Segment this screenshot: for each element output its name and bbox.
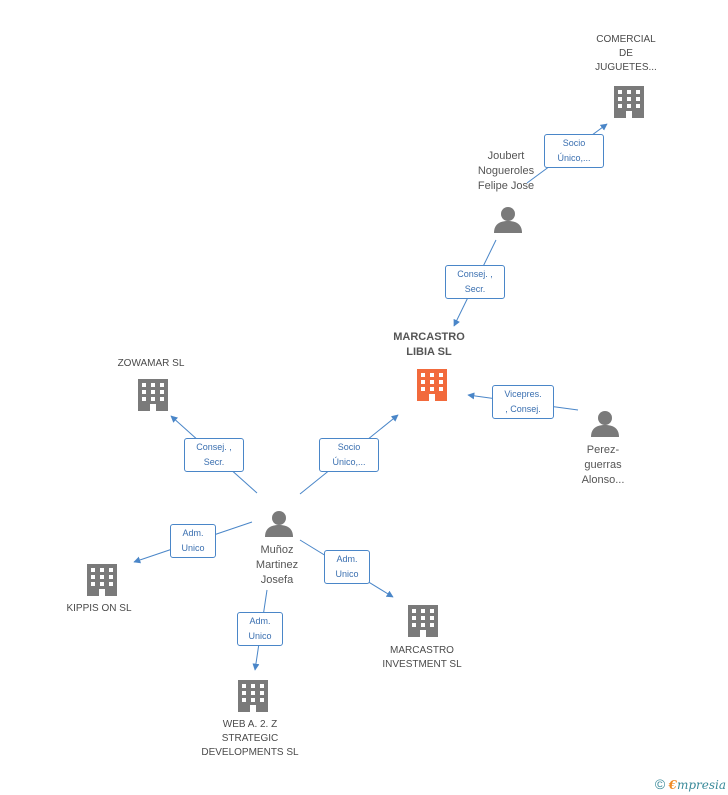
node-label-line: DE (619, 48, 633, 59)
person-icon[interactable] (494, 207, 522, 233)
edge-label-line: Vicepres. (504, 389, 542, 399)
building-icon[interactable] (238, 680, 268, 712)
node-label-line: LIBIA SL (406, 346, 452, 358)
building-icon[interactable] (408, 605, 438, 637)
node-label-munoz[interactable]: Muñoz Martinez Josefa (222, 543, 332, 588)
node-label-joubert[interactable]: Joubert Nogueroles Felipe Jose (451, 149, 561, 194)
brand-logo-text: mpresia (676, 778, 726, 792)
person-icon[interactable] (265, 511, 293, 537)
node-label-line: STRATEGIC (221, 733, 279, 744)
node-label-comercial[interactable]: COMERCIAL DE JUGUETES... (571, 33, 681, 75)
node-label-line: Martinez (255, 559, 299, 571)
edge-label-line: Socio (562, 138, 586, 148)
building-icon[interactable] (87, 564, 117, 596)
node-label-weba[interactable]: WEB A. 2. Z STRATEGIC DEVELOPMENTS SL (195, 718, 305, 760)
node-label-perez[interactable]: Perez- guerras Alonso... (548, 443, 658, 488)
node-label-line: COMERCIAL (596, 34, 656, 45)
edge-label-line: Secr. (464, 284, 486, 294)
node-label-line: Felipe Jose (477, 180, 535, 192)
node-label-line: Muñoz (260, 544, 294, 556)
building-icon[interactable] (614, 86, 644, 118)
edge-label-joubert-comercial[interactable]: Socio Único,... (544, 134, 604, 168)
edge-label-line: Unico (181, 543, 205, 553)
edge-label-munoz-libia[interactable]: Socio Único,... (319, 438, 379, 472)
edge-label-munoz-zowamar[interactable]: Consej. , Secr. (184, 438, 244, 472)
node-label-line: guerras (584, 459, 622, 471)
node-label-line: INVESTMENT SL (382, 659, 462, 670)
building-icon[interactable] (138, 379, 168, 411)
brand-footer: © €mpresia (655, 776, 726, 792)
node-label-kippis[interactable]: KIPPIS ON SL (44, 602, 154, 616)
edge-label-line: Único,... (557, 153, 591, 163)
edge-label-perez-libia[interactable]: Vicepres. , Consej. (492, 385, 554, 419)
edge-label-line: Único,... (332, 457, 366, 467)
node-label-line: MARCASTRO (390, 645, 454, 656)
node-label-marcastro-libia[interactable]: MARCASTRO LIBIA SL (374, 330, 484, 360)
edge-label-line: Adm. (336, 554, 358, 564)
building-icon-main[interactable] (417, 369, 447, 401)
node-label-line: Alonso... (581, 474, 625, 486)
node-label-line: Nogueroles (477, 165, 535, 177)
node-label-line: ZOWAMAR SL (117, 358, 185, 369)
edge-label-line: Unico (335, 569, 359, 579)
node-label-line: JUGUETES... (595, 62, 657, 73)
edge-label-munoz-investment[interactable]: Adm. Unico (324, 550, 370, 584)
node-label-marcastro-investment[interactable]: MARCASTRO INVESTMENT SL (367, 644, 477, 672)
node-label-line: Perez- (586, 444, 620, 456)
edge-label-line: Socio (337, 442, 361, 452)
edge-label-munoz-kippis[interactable]: Adm. Unico (170, 524, 216, 558)
node-label-line: KIPPIS ON SL (66, 603, 132, 614)
edge-label-munoz-weba[interactable]: Adm. Unico (237, 612, 283, 646)
edge-label-line: Secr. (203, 457, 225, 467)
node-label-line: DEVELOPMENTS SL (201, 747, 299, 758)
node-label-zowamar[interactable]: ZOWAMAR SL (96, 357, 206, 371)
edge-label-line: Adm. (249, 616, 271, 626)
edge-label-line: Consej. , (457, 269, 493, 279)
node-label-line: Joubert (487, 150, 525, 162)
edge-label-line: , Consej. (505, 404, 541, 414)
edge-label-line: Consej. , (196, 442, 232, 452)
edge-label-line: Adm. (182, 528, 204, 538)
edge-label-line: Unico (248, 631, 272, 641)
person-icon[interactable] (591, 411, 619, 437)
edge-label-joubert-libia[interactable]: Consej. , Secr. (445, 265, 505, 299)
brand-logo-initial: € (668, 778, 677, 792)
node-label-line: Josefa (260, 574, 294, 586)
copyright-icon: © (654, 776, 666, 792)
node-label-line: MARCASTRO (393, 331, 465, 343)
node-label-line: WEB A. 2. Z (222, 719, 278, 730)
